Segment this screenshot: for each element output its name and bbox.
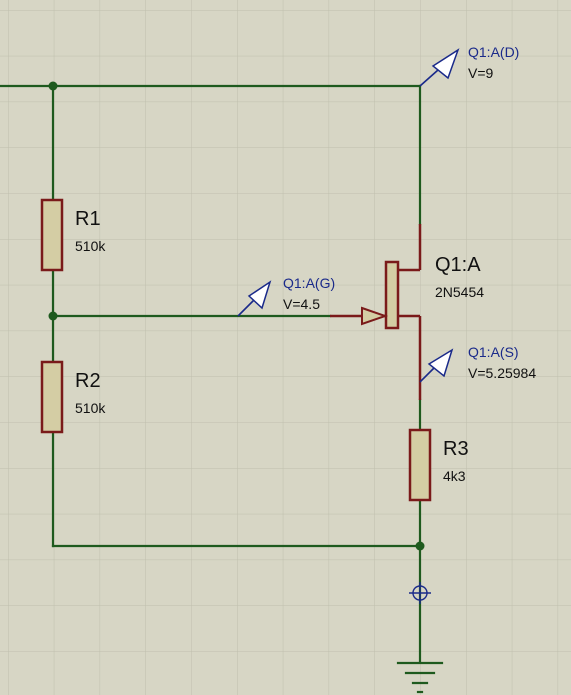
r3-ref-label: R3	[443, 438, 469, 460]
probe-arrow-icon	[247, 280, 272, 310]
junction-dot	[415, 541, 425, 551]
resistor-r1[interactable]: R1 510k	[40, 198, 106, 272]
r1-ref-label: R1	[75, 208, 101, 230]
voltage-probe-gate[interactable]: Q1:A(G) V=4.5	[237, 275, 335, 317]
probe-arrow-icon	[431, 48, 460, 80]
gate-arrow-icon	[361, 306, 389, 326]
r2-ref-label: R2	[75, 370, 101, 392]
crosshair-marker-icon	[409, 582, 431, 604]
q1-part-label: 2N5454	[435, 284, 484, 300]
resistor-r3[interactable]: R3 4k3	[408, 428, 469, 502]
voltage-probe-source[interactable]: Q1:A(S) V=5.25984	[419, 344, 536, 383]
probe-arrow-icon	[427, 348, 454, 378]
ground-icon	[396, 661, 444, 694]
junction-dot	[48, 81, 58, 91]
resistor-r2[interactable]: R2 510k	[40, 360, 106, 434]
r1-value-label: 510k	[75, 238, 106, 254]
jfet-q1[interactable]: Q1:A 2N5454	[330, 224, 484, 400]
probe-gate-label: Q1:A(G)	[283, 275, 335, 291]
probe-drain-voltage: V=9	[468, 65, 494, 81]
voltage-probe-drain[interactable]: Q1:A(D) V=9	[419, 44, 519, 87]
probe-drain-label: Q1:A(D)	[468, 44, 519, 60]
probe-source-voltage: V=5.25984	[468, 365, 536, 381]
probe-gate-voltage: V=4.5	[283, 296, 320, 312]
q1-ref-label: Q1:A	[435, 254, 481, 276]
probe-source-label: Q1:A(S)	[468, 344, 519, 360]
r2-value-label: 510k	[75, 400, 106, 416]
r3-value-label: 4k3	[443, 468, 466, 484]
junction-dot	[48, 311, 58, 321]
